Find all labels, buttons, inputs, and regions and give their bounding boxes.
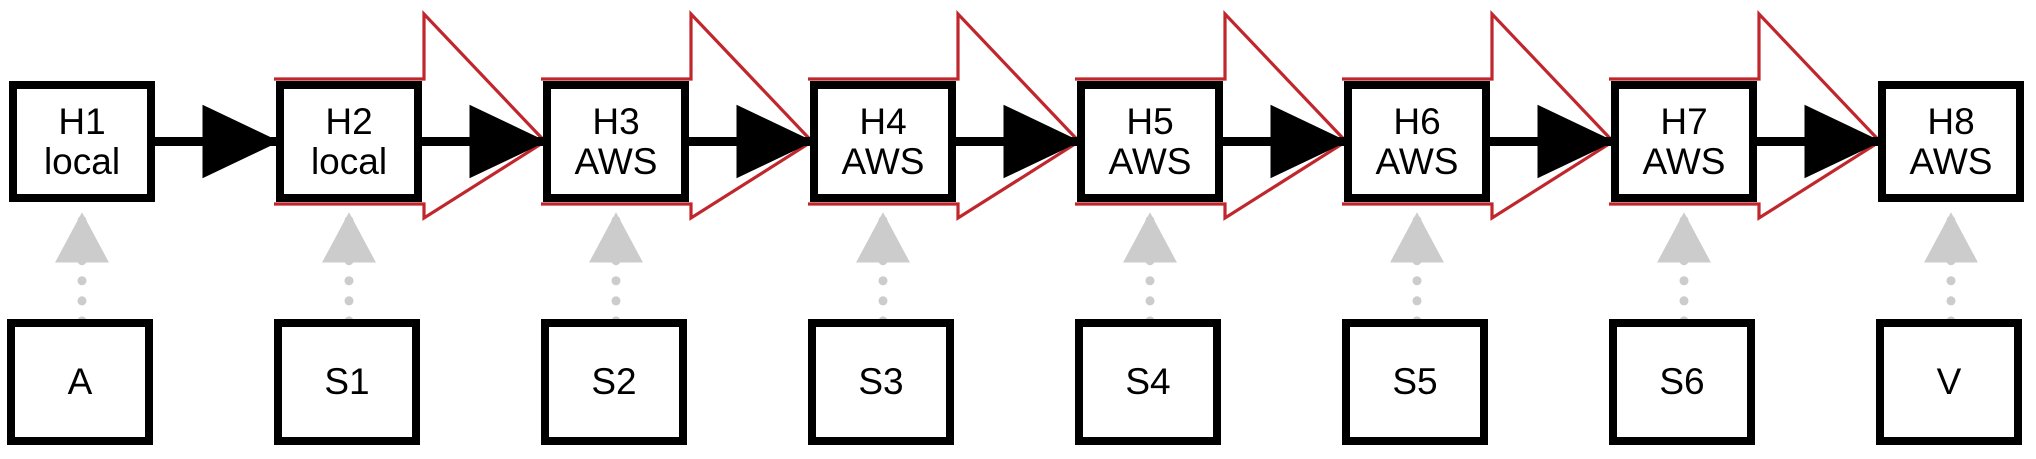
- source-box-s4[interactable]: [1075, 319, 1221, 445]
- source-box-v[interactable]: [1876, 319, 2022, 445]
- source-box-a[interactable]: [7, 319, 153, 445]
- host-box-h8[interactable]: [1878, 81, 2024, 202]
- source-box-s6[interactable]: [1609, 319, 1755, 445]
- host-box-h5[interactable]: [1077, 81, 1223, 202]
- node-layer: [7, 81, 2024, 445]
- input-arrow-layer: [55, 209, 1978, 326]
- host-box-h4[interactable]: [810, 81, 956, 202]
- source-box-s5[interactable]: [1342, 319, 1488, 445]
- host-box-h3[interactable]: [543, 81, 689, 202]
- host-box-h6[interactable]: [1344, 81, 1490, 202]
- source-box-s2[interactable]: [541, 319, 687, 445]
- host-box-h7[interactable]: [1611, 81, 1757, 202]
- host-box-h2[interactable]: [276, 81, 422, 202]
- source-box-s1[interactable]: [274, 319, 420, 445]
- host-box-h1[interactable]: [9, 81, 155, 202]
- source-box-s3[interactable]: [808, 319, 954, 445]
